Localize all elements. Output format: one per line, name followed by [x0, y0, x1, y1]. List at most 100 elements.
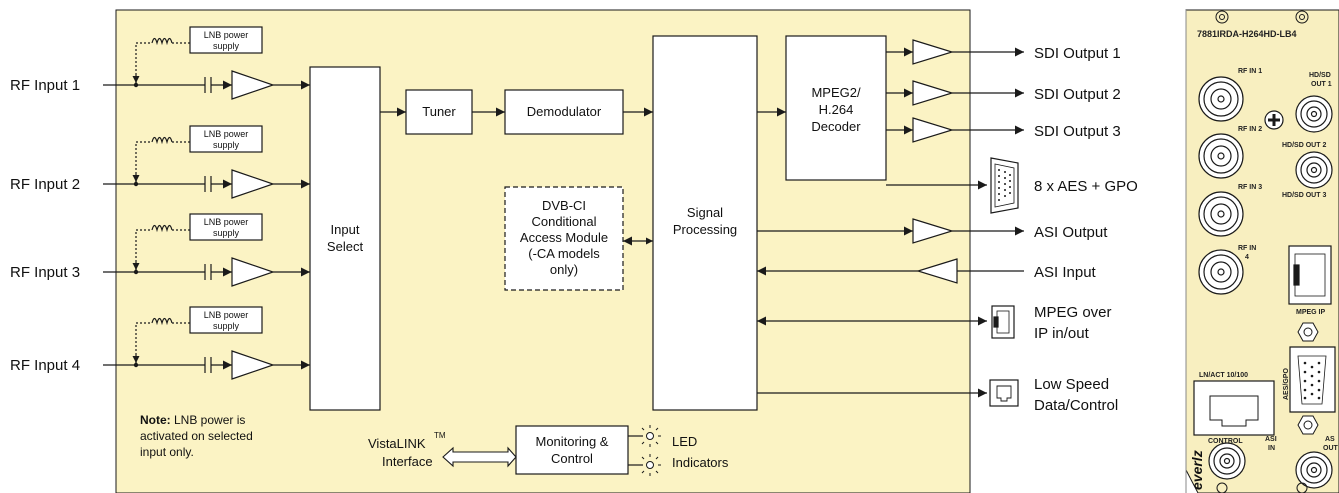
panel-hdsd-out-1b: OUT 1: [1311, 81, 1332, 88]
lnb-label: LNB power: [204, 129, 249, 139]
rf-amplifier: [231, 257, 275, 287]
panel-asi-out-b: OUT: [1323, 445, 1339, 452]
dvb-ci-label-1: DVB-CI: [542, 198, 586, 213]
lnb-label: supply: [213, 140, 240, 150]
vistalink-double-arrow: [442, 446, 517, 468]
led-label-2: Indicators: [672, 455, 729, 470]
lnb-power-supply-box: [189, 306, 263, 334]
lnb-power-supply-box: [189, 125, 263, 153]
decoder-block: [785, 35, 887, 181]
mpeg-ip-label-1: MPEG over: [1034, 304, 1112, 321]
decoder-label-3: Decoder: [811, 119, 861, 134]
monitoring-label-2: Control: [551, 451, 593, 466]
lnb-label: LNB power: [204, 217, 249, 227]
tuner-label: Tuner: [422, 104, 456, 119]
panel-rf-in-1: RF IN 1: [1238, 68, 1262, 75]
input-select-label-2: Select: [327, 239, 364, 254]
panel-hdsd-out-1a: HD/SD: [1309, 72, 1331, 79]
lnb-feed-line: [135, 229, 152, 270]
lnb-label: LNB power: [204, 30, 249, 40]
panel-model: 7881IRDA-H264HD-LB4: [1197, 29, 1297, 39]
signal-processing-block: [652, 35, 758, 411]
mpeg-ip-label-2: IP in/out: [1034, 325, 1090, 342]
sdi-output-2-label: SDI Output 2: [1034, 86, 1121, 103]
mpeg-ip-port: [1288, 245, 1332, 305]
panel-hdsd-out-2: HD/SD OUT 2: [1282, 142, 1326, 149]
output-amplifiers: [912, 39, 958, 284]
rj-port-icon: [989, 379, 1019, 407]
panel-brand-logo: everlz: [1189, 450, 1205, 490]
panel-asi-in-b: IN: [1268, 445, 1275, 452]
dvb-ci-label-3: Access Module: [520, 230, 608, 245]
panel-asi-out-a: AS: [1325, 436, 1335, 443]
panel-db15-connector: [1289, 346, 1336, 413]
low-speed-label-1: Low Speed: [1034, 376, 1109, 393]
panel-mpeg-ip: MPEG IP: [1296, 309, 1326, 316]
panel-rf-in-3: RF IN 3: [1238, 184, 1262, 191]
monitoring-block: [515, 425, 629, 475]
panel-hdsd-out-3: HD/SD OUT 3: [1282, 192, 1326, 199]
asi-input-label: ASI Input: [1034, 264, 1097, 281]
lnb-feed-line: [135, 322, 152, 363]
asi-output-label: ASI Output: [1034, 224, 1108, 241]
sdi-output-1-label: SDI Output 1: [1034, 45, 1121, 62]
panel-rf-in-2: RF IN 2: [1238, 126, 1262, 133]
input-select-block: [309, 66, 381, 411]
panel-asi-in-a: ASI: [1265, 436, 1277, 443]
junction-dot: [133, 82, 139, 88]
note-line-2: activated on selected: [140, 429, 253, 443]
lnb-power-supply-box: [189, 26, 263, 54]
lnb-label: supply: [213, 228, 240, 238]
lnb-coil: [151, 136, 173, 145]
dvb-ci-label-5: only): [550, 262, 578, 277]
panel-aes-gpo: AES/GPO: [1283, 368, 1290, 400]
vistalink-label: VistaLINK: [368, 436, 426, 451]
lnb-coil: [151, 317, 173, 326]
signal-processing-label-2: Processing: [673, 222, 737, 237]
panel-rf-in-4a: RF IN: [1238, 245, 1256, 252]
rf-amplifier: [231, 350, 275, 380]
vistalink-tm: TM: [434, 431, 446, 440]
monitoring-label-1: Monitoring &: [536, 434, 609, 449]
decoder-label-1: MPEG2/: [811, 85, 861, 100]
rf-input-label: RF Input 2: [10, 176, 80, 193]
panel-control: CONTROL: [1208, 438, 1243, 445]
input-select-label-1: Input: [331, 222, 360, 237]
rf-amplifier: [231, 169, 275, 199]
lnb-feed-line: [135, 141, 152, 182]
signal-processing-label-1: Signal: [687, 205, 723, 220]
rf-input-label: RF Input 1: [10, 77, 80, 94]
vistalink-interface-label: Interface: [382, 454, 433, 469]
led-label-1: LED: [672, 434, 697, 449]
bnc-connectors: [1198, 76, 1333, 489]
rf-input-label: RF Input 3: [10, 264, 80, 281]
junction-dot: [133, 362, 139, 368]
dvb-ci-label-2: Conditional: [531, 214, 596, 229]
panel-ethernet-port: [1193, 380, 1275, 436]
demodulator-block: [504, 89, 624, 135]
dvb-ci-label-4: (-CA models: [528, 246, 600, 261]
ethernet-port-icon: [991, 305, 1015, 339]
rf-amplifier: [231, 70, 275, 100]
lnb-label: LNB power: [204, 310, 249, 320]
rf-input-label: RF Input 4: [10, 357, 80, 374]
db15-connector-icon: [990, 157, 1019, 214]
note-line-1: Note: LNB power is: [140, 413, 245, 427]
low-speed-label-2: Data/Control: [1034, 397, 1118, 414]
aes-gpo-label: 8 x AES + GPO: [1034, 178, 1138, 195]
panel-ln-act: LN/ACT 10/100: [1199, 372, 1248, 379]
panel-rf-in-4b: 4: [1245, 254, 1249, 261]
sdi-output-3-label: SDI Output 3: [1034, 123, 1121, 140]
lnb-label: supply: [213, 321, 240, 331]
lnb-coil: [151, 37, 173, 46]
screw-icon: [1264, 110, 1284, 130]
decoder-label-2: H.264: [819, 102, 854, 117]
tuner-block: [405, 89, 473, 135]
junction-dot: [133, 181, 139, 187]
panel-nut-icon: [1297, 322, 1319, 435]
led-icon: [639, 425, 661, 476]
lnb-power-supply-box: [189, 213, 263, 241]
demodulator-label: Demodulator: [527, 104, 602, 119]
